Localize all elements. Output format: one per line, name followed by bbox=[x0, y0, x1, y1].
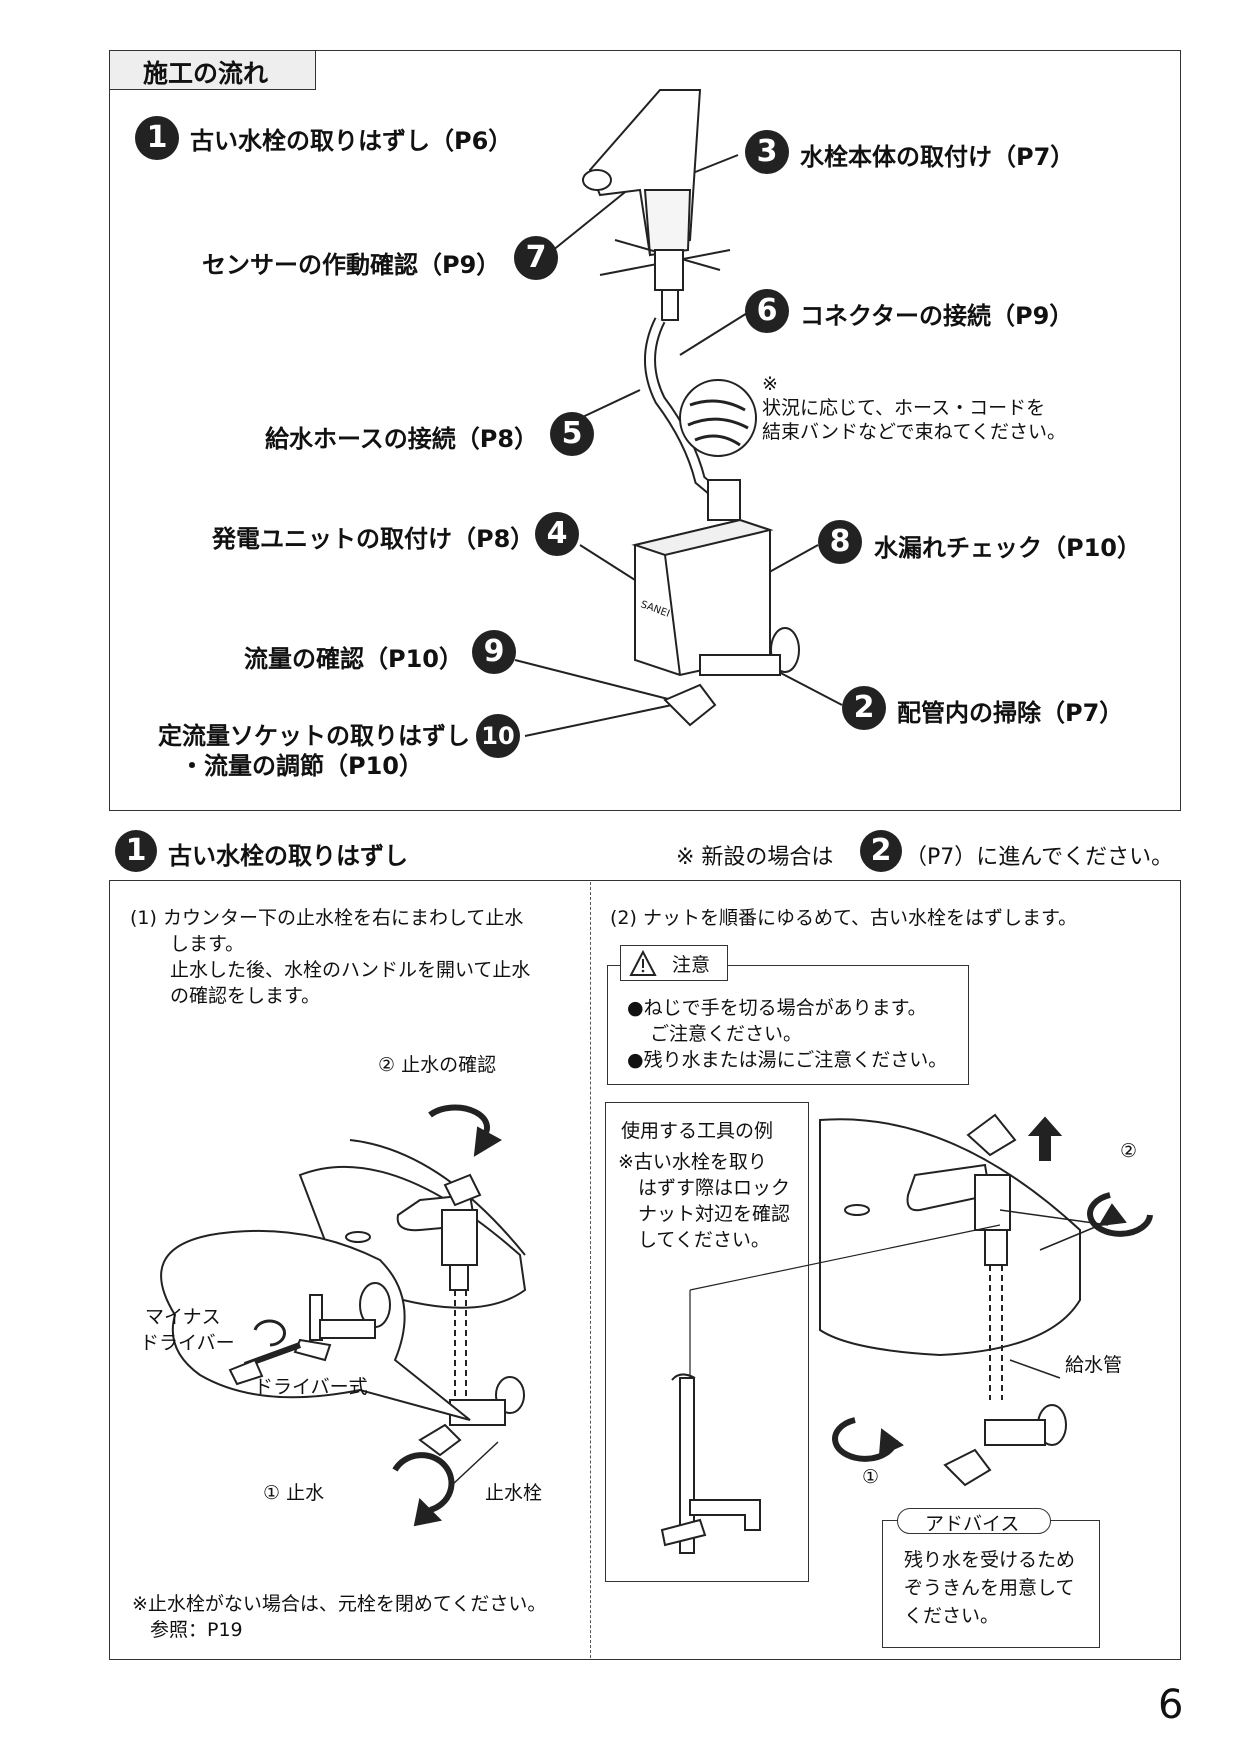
caution-line2: ●残り水または湯にご注意ください。 bbox=[627, 1049, 948, 1071]
tool-note-line2: はずす際はロック bbox=[638, 1177, 791, 1199]
confirm-label: ② 止水の確認 bbox=[378, 1054, 497, 1076]
stop-water-label: ① 止水 bbox=[263, 1482, 325, 1504]
tool-box bbox=[605, 1102, 809, 1582]
left-footnote-line2: 参照：P19 bbox=[150, 1619, 243, 1641]
step-8-badge: 8 bbox=[818, 520, 862, 564]
section1-divider bbox=[590, 882, 591, 1658]
driver-type-label: ドライバー式 bbox=[254, 1376, 368, 1398]
step-6-label: コネクターの接続（P9） bbox=[800, 302, 1074, 330]
right-instruction-line1: (2) ナットを順番にゆるめて、古い水栓をはずします。 bbox=[610, 907, 1078, 929]
advice-title-box bbox=[897, 1508, 1051, 1534]
step-7-label: センサーの作動確認（P9） bbox=[202, 251, 501, 279]
step-10-badge: 10 bbox=[476, 714, 520, 758]
step-10-label-line2: ・流量の調節（P10） bbox=[180, 752, 423, 780]
right-mark-1: ① bbox=[862, 1466, 880, 1488]
tool-title: 使用する工具の例 bbox=[621, 1120, 774, 1142]
step-1-label: 古い水栓の取りはずし（P6） bbox=[190, 127, 513, 155]
step-4-badge: 4 bbox=[535, 512, 579, 556]
step-1-badge: 1 bbox=[135, 116, 179, 160]
left-instruction-line4: の確認をします。 bbox=[170, 985, 321, 1007]
section1-badge: 1 bbox=[115, 830, 157, 872]
caution-line1b: ご注意ください。 bbox=[650, 1023, 803, 1045]
bundle-note-mark: ※ bbox=[762, 373, 778, 395]
overview-title-box bbox=[109, 50, 316, 90]
section1-box bbox=[109, 880, 1181, 1660]
advice-line2: ぞうきんを用意して bbox=[904, 1577, 1075, 1599]
step-2-label: 配管内の掃除（P7） bbox=[897, 699, 1124, 727]
right-mark-2: ② bbox=[1120, 1140, 1138, 1162]
supply-pipe-label: 給水管 bbox=[1065, 1354, 1123, 1376]
tool-note-line3: ナット対辺を確認 bbox=[638, 1203, 791, 1225]
step-6-badge: 6 bbox=[745, 289, 789, 333]
page-number: 6 bbox=[1158, 1682, 1184, 1728]
step-3-label: 水栓本体の取付け（P7） bbox=[800, 143, 1075, 171]
left-instruction-line1: (1) カウンター下の止水栓を右にまわして止水 bbox=[130, 907, 524, 929]
step-5-badge: 5 bbox=[550, 412, 594, 456]
minus-driver-line1: マイナス bbox=[145, 1306, 221, 1328]
new-install-note-suffix: （P7）に進んでください。 bbox=[905, 845, 1174, 870]
valve-label: 止水栓 bbox=[485, 1482, 543, 1504]
left-instruction-line3: 止水した後、水栓のハンドルを開いて止水 bbox=[170, 959, 531, 981]
step-4-label: 発電ユニットの取付け（P8） bbox=[212, 525, 535, 553]
step-7-badge: 7 bbox=[514, 236, 558, 280]
new-install-note-prefix: ※ 新設の場合は bbox=[676, 845, 834, 870]
step-3-badge: 3 bbox=[745, 130, 789, 174]
bundle-note-line2: 結束バンドなどで束ねてください。 bbox=[762, 421, 1067, 443]
caution-title: 注意 bbox=[672, 954, 711, 976]
advice-title: アドバイス bbox=[925, 1513, 1020, 1535]
step-10-label-line1: 定流量ソケットの取りはずし bbox=[158, 722, 470, 750]
advice-line1: 残り水を受けるため bbox=[904, 1549, 1076, 1571]
bundle-note-line1: 状況に応じて、ホース・コードを bbox=[762, 397, 1046, 419]
step-2-badge: 2 bbox=[842, 686, 886, 730]
caution-box bbox=[607, 965, 969, 1085]
overview-box bbox=[109, 50, 1181, 811]
step-9-badge: 9 bbox=[472, 630, 516, 674]
tool-note-line4: してください。 bbox=[638, 1229, 770, 1251]
step-5-label: 給水ホースの接続（P8） bbox=[265, 425, 539, 453]
overview-title: 施工の流れ bbox=[143, 59, 269, 88]
step-8-label: 水漏れチェック（P10） bbox=[874, 534, 1141, 562]
new-install-step-badge: 2 bbox=[860, 830, 902, 872]
left-instruction-line2: します。 bbox=[170, 933, 245, 955]
tool-note-line1: ※古い水栓を取り bbox=[618, 1151, 767, 1173]
section1-title: 古い水栓の取りはずし bbox=[168, 842, 408, 870]
caution-line1a: ●ねじで手を切る場合があります。 bbox=[627, 997, 927, 1019]
minus-driver-line2: ドライバー bbox=[140, 1332, 235, 1354]
advice-line3: ください。 bbox=[904, 1605, 1000, 1627]
step-9-label: 流量の確認（P10） bbox=[244, 645, 463, 673]
left-footnote-line1: ※止水栓がない場合は、元栓を閉めてください。 bbox=[132, 1593, 547, 1615]
